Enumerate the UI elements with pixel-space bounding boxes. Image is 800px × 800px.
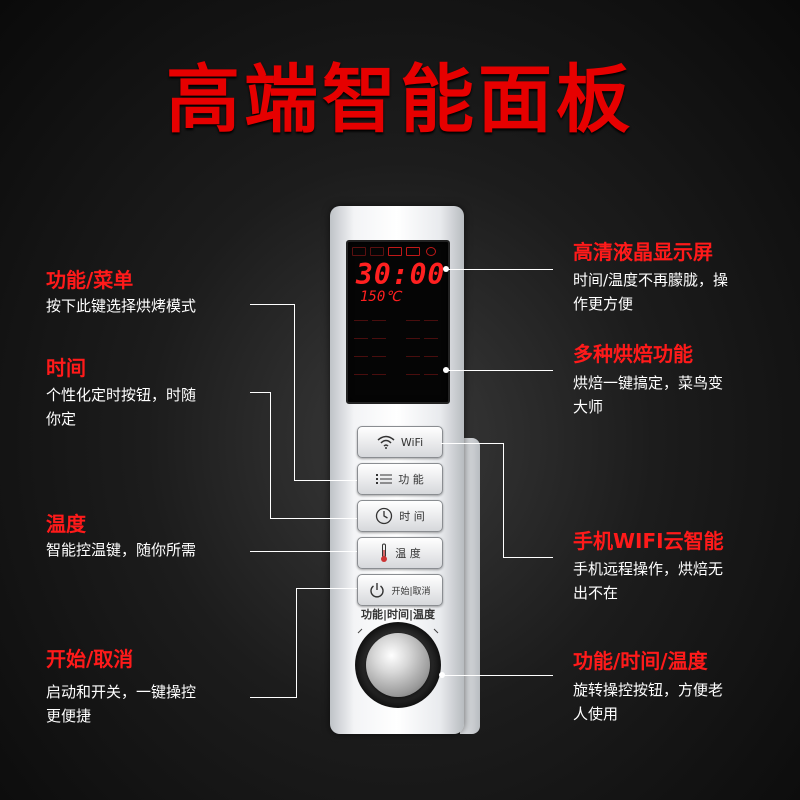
wifi-icon	[377, 435, 395, 449]
connector-dot	[443, 367, 449, 373]
connector-line	[270, 518, 357, 519]
clock-icon	[376, 507, 393, 525]
connector-line	[270, 392, 271, 518]
lcd-function-icon	[372, 366, 386, 375]
dial-knob[interactable]	[366, 633, 430, 697]
callout-menu-title: 功能/菜单	[46, 268, 134, 292]
connector-line	[446, 370, 553, 371]
connector-dot	[439, 672, 445, 678]
lcd-function-icon	[424, 348, 438, 357]
connector-line	[294, 480, 357, 481]
callout-knob-title: 功能/时间/温度	[573, 649, 708, 673]
knob-ticks	[357, 628, 439, 634]
callout-wifi-desc2: 出不在	[573, 584, 619, 602]
callout-timer-desc1: 个性化定时按钮，时随	[46, 386, 197, 404]
time-button[interactable]: 时 间	[357, 500, 443, 532]
lcd-function-icon	[424, 366, 438, 375]
callout-knob-desc1: 旋转操控按钮，方便老	[573, 681, 724, 699]
time-button-label: 时 间	[399, 510, 425, 523]
connector-line	[441, 675, 553, 676]
callout-lcd-title: 高清液晶显示屏	[573, 240, 713, 264]
callout-timer-desc2: 你定	[46, 410, 77, 428]
callout-start-desc2: 更便捷	[46, 707, 92, 725]
callout-menu-desc: 按下此键选择烘烤模式	[46, 297, 197, 315]
connector-line	[446, 269, 553, 270]
lcd-function-icon	[372, 312, 386, 321]
callout-lcd-desc2: 作更方便	[573, 295, 634, 313]
wifi-button-label: WiFi	[400, 435, 424, 449]
connector-line	[250, 697, 296, 698]
lcd-screen	[346, 240, 450, 404]
lcd-function-icon	[354, 312, 368, 321]
lcd-function-icon	[372, 330, 386, 339]
connector-line	[441, 443, 503, 444]
connector-line	[250, 392, 270, 393]
start-cancel-button-label: 开始|取消	[391, 586, 431, 597]
callout-timer-title: 时间	[46, 356, 86, 380]
lcd-function-icon	[372, 348, 386, 357]
lcd-function-icon	[424, 312, 438, 321]
page-title: 高端智能面板	[166, 57, 634, 143]
callout-start-desc1: 启动和开关，一键操控	[46, 683, 197, 701]
lcd-function-icon	[354, 366, 368, 375]
lcd-mode-icon	[370, 247, 384, 256]
callout-knob-desc2: 人使用	[573, 705, 619, 723]
lcd-function-icon	[406, 330, 420, 339]
lcd-mode-icon	[406, 247, 420, 256]
thermometer-icon	[381, 543, 388, 562]
wifi-button[interactable]: WiFi	[357, 426, 443, 458]
function-button-label: 功 能	[398, 473, 424, 486]
function-button[interactable]: 功 能	[357, 463, 443, 495]
lcd-function-icon	[406, 312, 420, 321]
callout-temp-title: 温度	[46, 512, 86, 536]
panel-edge	[460, 438, 480, 734]
callout-temp-desc: 智能控温键，随你所需	[46, 541, 197, 559]
connector-line	[250, 304, 294, 305]
lcd-function-icon	[406, 366, 420, 375]
callout-bake-desc1: 烘焙一键搞定，菜鸟变	[573, 374, 724, 392]
connector-line	[294, 304, 295, 480]
lcd-mode-icon	[388, 247, 402, 256]
lcd-temp-readout: 150℃	[360, 289, 402, 305]
lcd-function-icon	[424, 330, 438, 339]
connector-line	[296, 588, 297, 698]
power-icon	[370, 583, 385, 598]
callout-wifi-title: 手机WIFI云智能	[573, 529, 724, 553]
callout-bake-desc2: 大师	[573, 398, 604, 416]
lcd-time-readout: 30:00	[356, 258, 446, 291]
lcd-mode-icon	[352, 247, 366, 256]
lcd-mode-icon	[426, 247, 436, 256]
lcd-function-icon	[406, 348, 420, 357]
temperature-button[interactable]: 温 度	[357, 537, 443, 569]
callout-bake-title: 多种烘焙功能	[573, 342, 693, 366]
callout-lcd-desc1: 时间/温度不再朦胧，操	[573, 271, 729, 289]
lcd-function-icon	[354, 348, 368, 357]
knob-label: 功能|时间|温度	[360, 608, 436, 621]
connector-line	[250, 551, 357, 552]
connector-line	[296, 588, 357, 589]
connector-dot	[443, 266, 449, 272]
start-cancel-button[interactable]: 开始|取消	[357, 574, 443, 606]
lcd-function-icon	[354, 330, 368, 339]
connector-line	[503, 443, 504, 557]
menu-list-icon	[376, 474, 393, 484]
callout-wifi-desc1: 手机远程操作，烘焙无	[573, 560, 724, 578]
connector-line	[503, 557, 553, 558]
callout-start-title: 开始/取消	[46, 647, 134, 671]
temperature-button-label: 温 度	[395, 547, 421, 560]
